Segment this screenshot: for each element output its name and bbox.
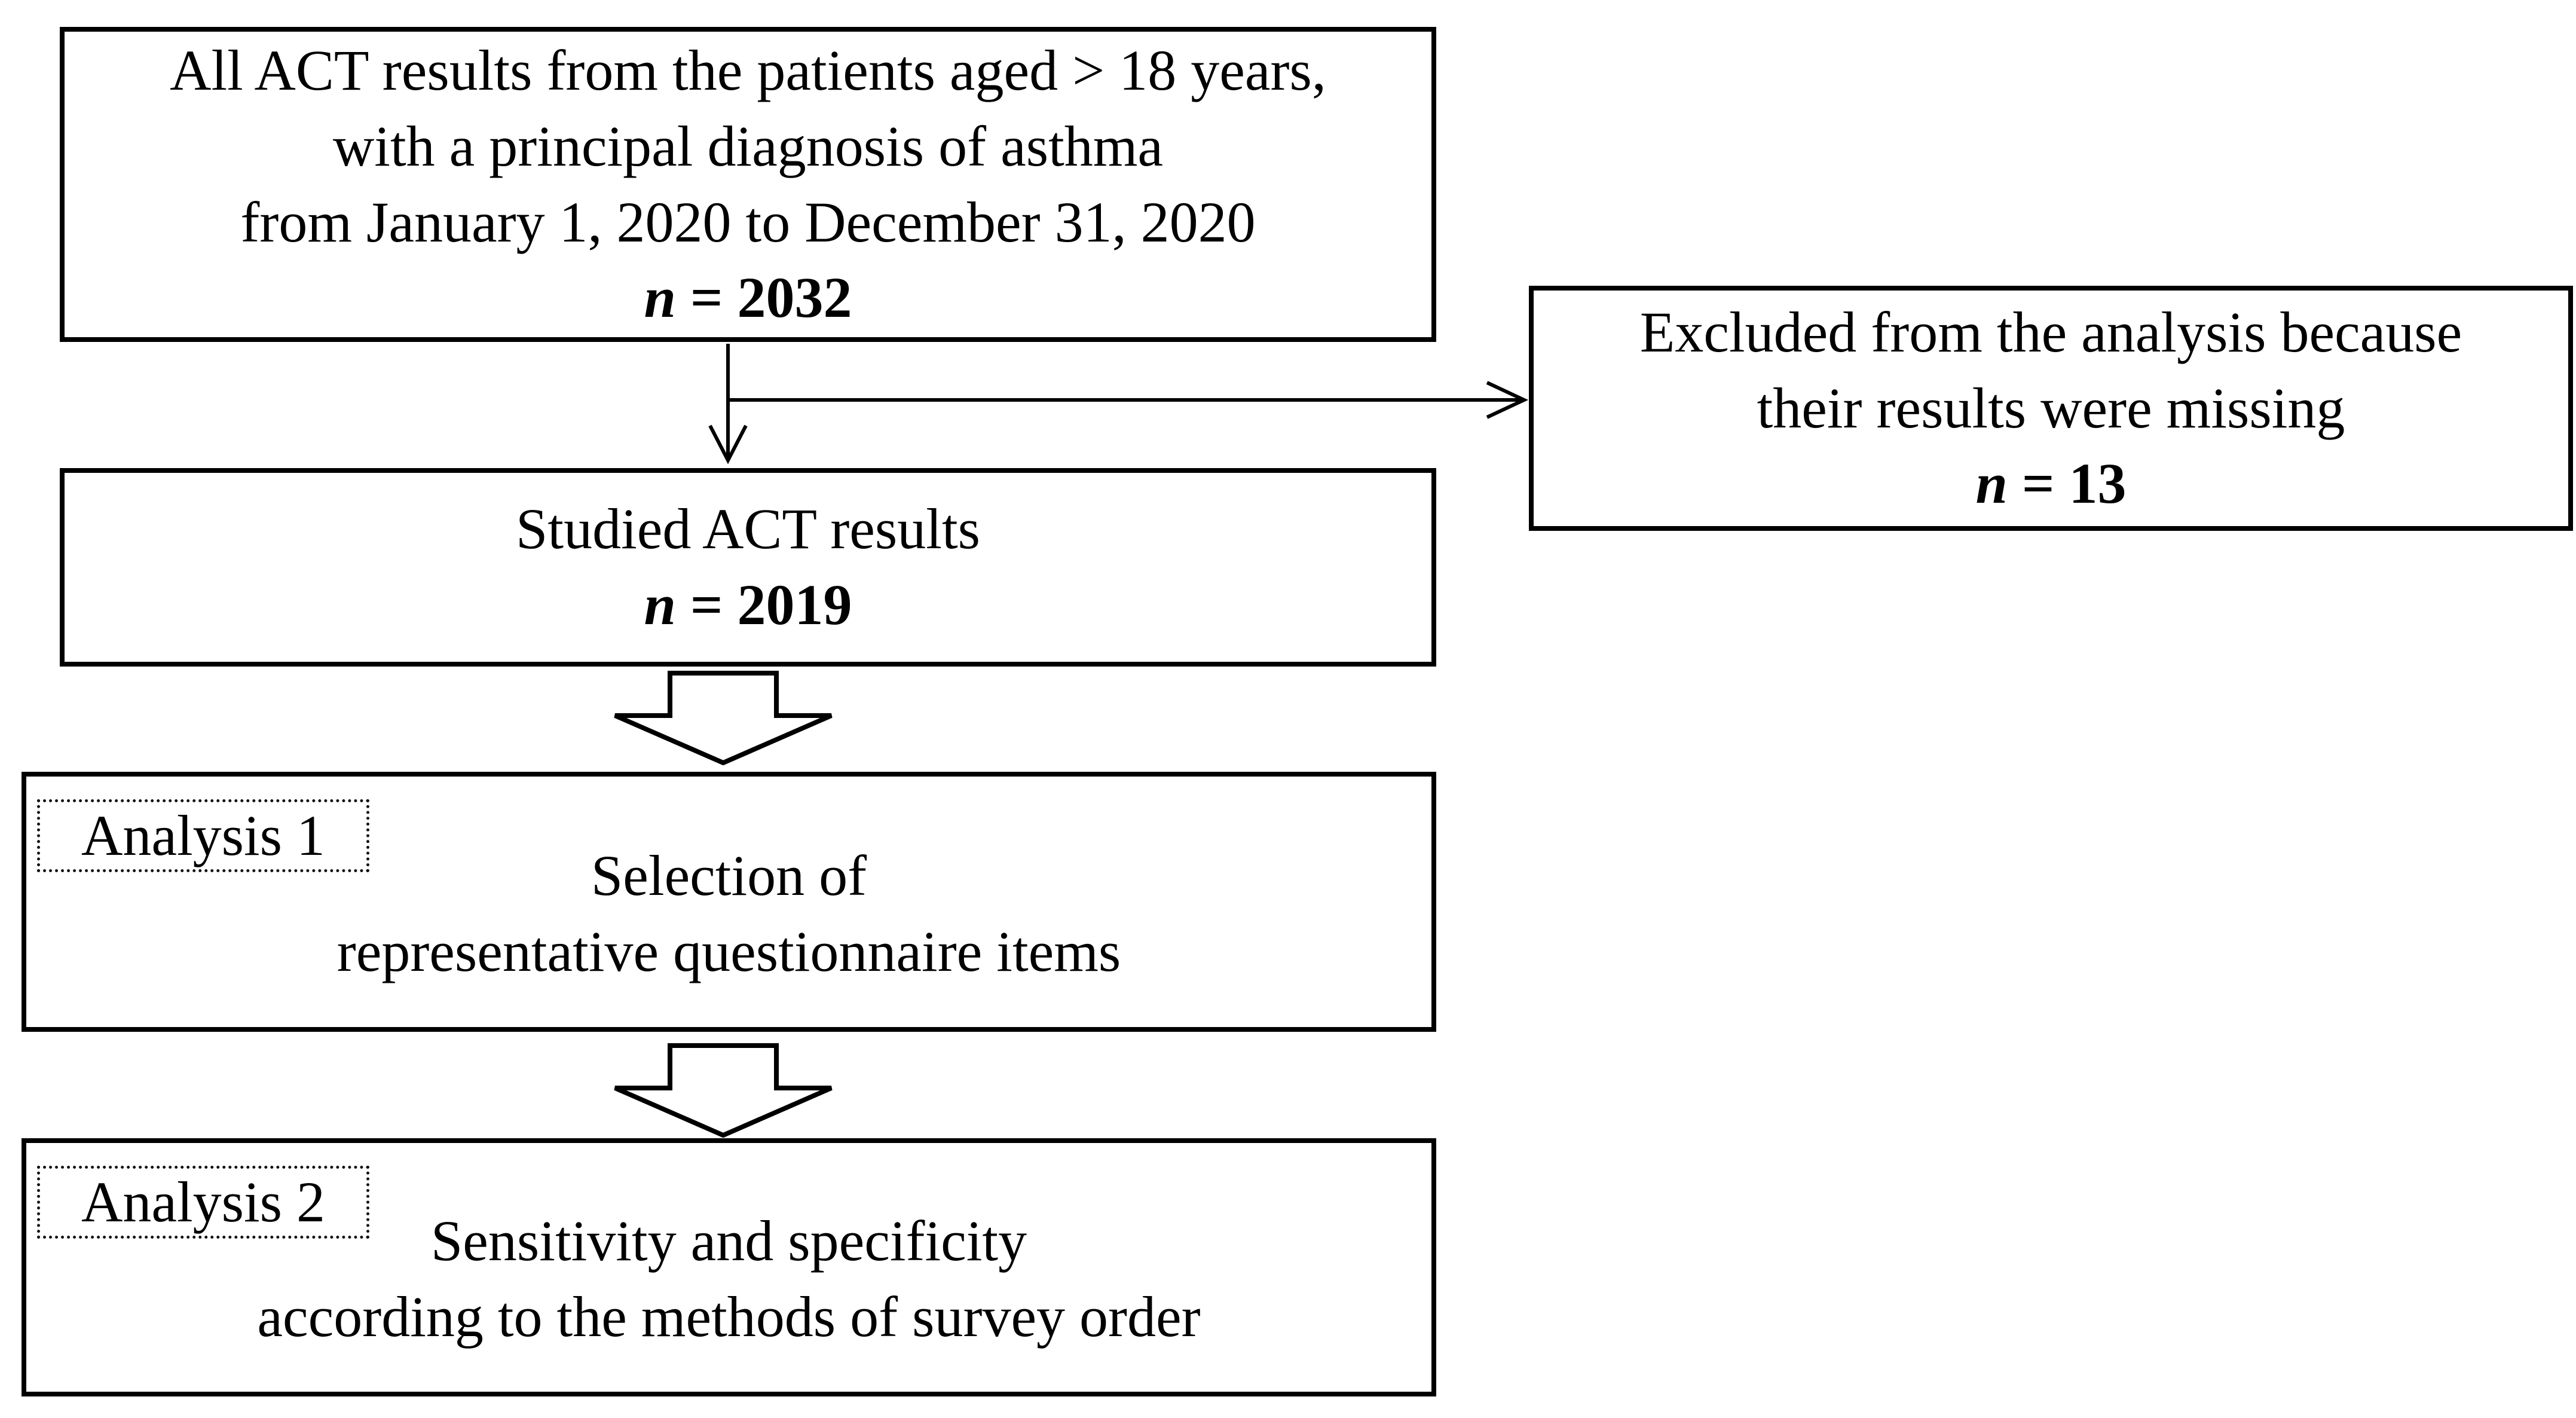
- box-studied-act-results: Studied ACT results n= 2019: [60, 468, 1436, 667]
- box-analysis2-line2: according to the methods of survey order: [257, 1285, 1201, 1349]
- box-excluded: Excluded from the analysis because their…: [1529, 286, 2573, 531]
- arrow-branch-to-excluded: [728, 381, 1529, 419]
- box-analysis2-line1: Sensitivity and specificity: [430, 1209, 1027, 1273]
- n-value: = 2019: [690, 573, 852, 637]
- arrow-top-to-studied: [708, 344, 748, 464]
- n-symbol: n: [1975, 451, 2008, 516]
- box-studied-count: n= 2019: [644, 567, 852, 643]
- box-all-act-results-count: n= 2032: [644, 260, 852, 336]
- box-analysis-2: Analysis 2 Sensitivity and specificity a…: [22, 1138, 1436, 1396]
- analysis-1-tag: Analysis 1: [37, 799, 369, 872]
- box-analysis1-line2: representative questionnaire items: [336, 919, 1121, 983]
- block-arrow-down-2: [614, 1043, 833, 1138]
- n-symbol: n: [644, 573, 676, 637]
- n-value: = 2032: [690, 265, 852, 330]
- analysis-2-tag: Analysis 2: [37, 1166, 369, 1239]
- box-studied-line1: Studied ACT results: [516, 497, 980, 561]
- block-arrow-down-1: [614, 671, 833, 765]
- box-excluded-line1: Excluded from the analysis because: [1639, 300, 2462, 364]
- box-all-act-results-line1: All ACT results from the patients aged >…: [170, 38, 1326, 103]
- box-all-act-results: All ACT results from the patients aged >…: [60, 27, 1436, 342]
- box-analysis-1: Analysis 1 Selection of representative q…: [22, 772, 1436, 1032]
- box-all-act-results-line2: with a principal diagnosis of asthma: [332, 114, 1164, 178]
- n-symbol: n: [644, 265, 676, 330]
- n-value: = 13: [2021, 451, 2127, 516]
- box-analysis1-line1: Selection of: [591, 843, 867, 907]
- box-excluded-count: n= 13: [1975, 446, 2126, 522]
- box-excluded-line2: their results were missing: [1757, 375, 2345, 440]
- box-all-act-results-line3: from January 1, 2020 to December 31, 202…: [240, 190, 1256, 254]
